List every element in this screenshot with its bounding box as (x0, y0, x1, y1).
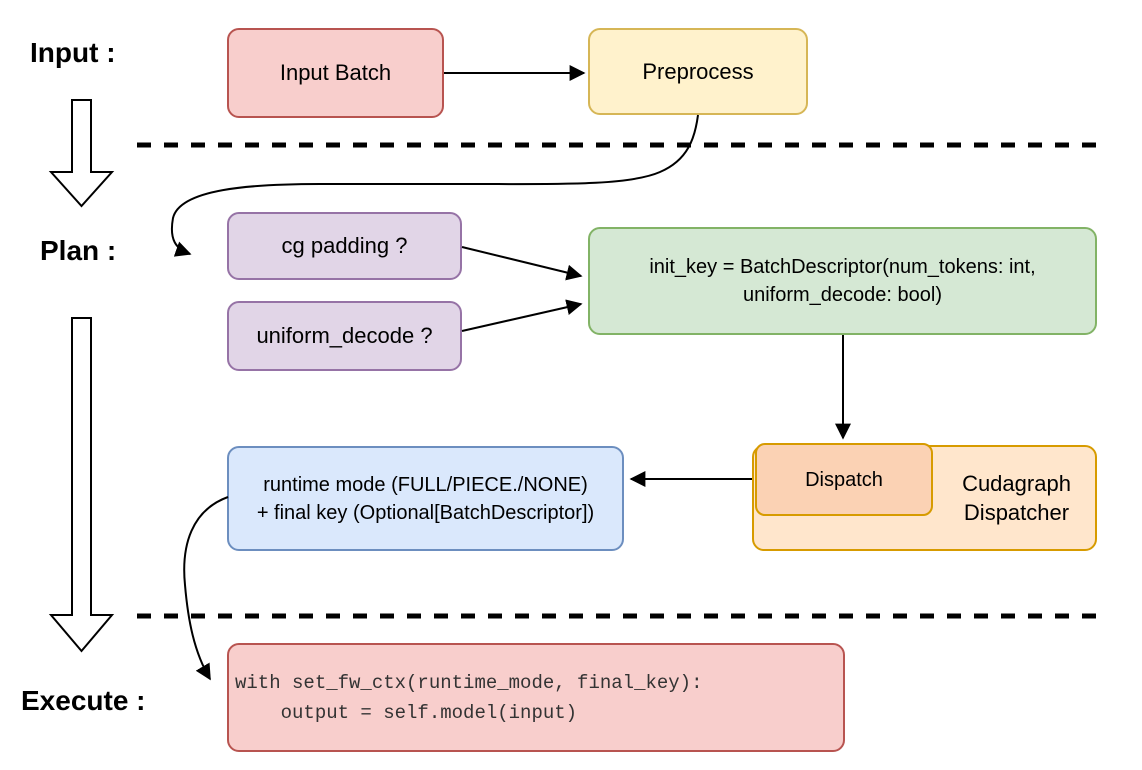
node-init-key: init_key = BatchDescriptor(num_tokens: i… (588, 227, 1097, 335)
node-dispatch: Dispatch (755, 443, 933, 516)
node-runtime-mode-line1: runtime mode (FULL/PIECE./NONE) (263, 473, 588, 496)
input-to-plan-arrow-icon (48, 99, 115, 208)
node-preprocess: Preprocess (588, 28, 808, 115)
node-dispatch-label: Dispatch (805, 468, 883, 491)
node-init-key-line2: uniform_decode: bool) (742, 284, 942, 306)
node-runtime-mode-line2: + final key (Optional[BatchDescriptor]) (256, 501, 595, 524)
node-uniform-decode-label: uniform_decode ? (256, 323, 433, 348)
node-uniform-decode: uniform_decode ? (227, 301, 462, 371)
node-init-key-line1: init_key = BatchDescriptor(num_tokens: i… (649, 256, 1036, 278)
plan-to-execute-arrow-icon (48, 317, 115, 653)
section-label-execute: Execute : (21, 685, 146, 716)
connector-cg-padding-to-init-key (461, 246, 583, 281)
connector-runtime-mode-to-execute-code (183, 496, 229, 681)
connector-uniform-decode-to-init-key (461, 299, 583, 332)
execute-code-line2: output = self.model(input) (235, 701, 578, 724)
node-cg-padding-label: cg padding ? (281, 233, 408, 258)
node-preprocess-label: Preprocess (642, 58, 754, 84)
node-input-batch-label: Input Batch (279, 60, 392, 85)
node-input-batch: Input Batch (227, 28, 444, 118)
node-cg-padding: cg padding ? (227, 212, 462, 280)
cudagraph-dispatcher-line2: Dispatcher (963, 500, 1070, 525)
cudagraph-dispatcher-label: Cudagraph Dispatcher (939, 447, 1094, 549)
section-label-plan: Plan : (40, 235, 117, 266)
cudagraph-dispatcher-line1: Cudagraph (962, 471, 1071, 496)
section-label-input: Input : (30, 37, 116, 68)
node-execute-code: with set_fw_ctx(runtime_mode, final_key)… (227, 643, 845, 752)
node-runtime-mode: runtime mode (FULL/PIECE./NONE) + final … (227, 446, 624, 551)
execute-code-line1: with set_fw_ctx(runtime_mode, final_key)… (235, 671, 703, 694)
